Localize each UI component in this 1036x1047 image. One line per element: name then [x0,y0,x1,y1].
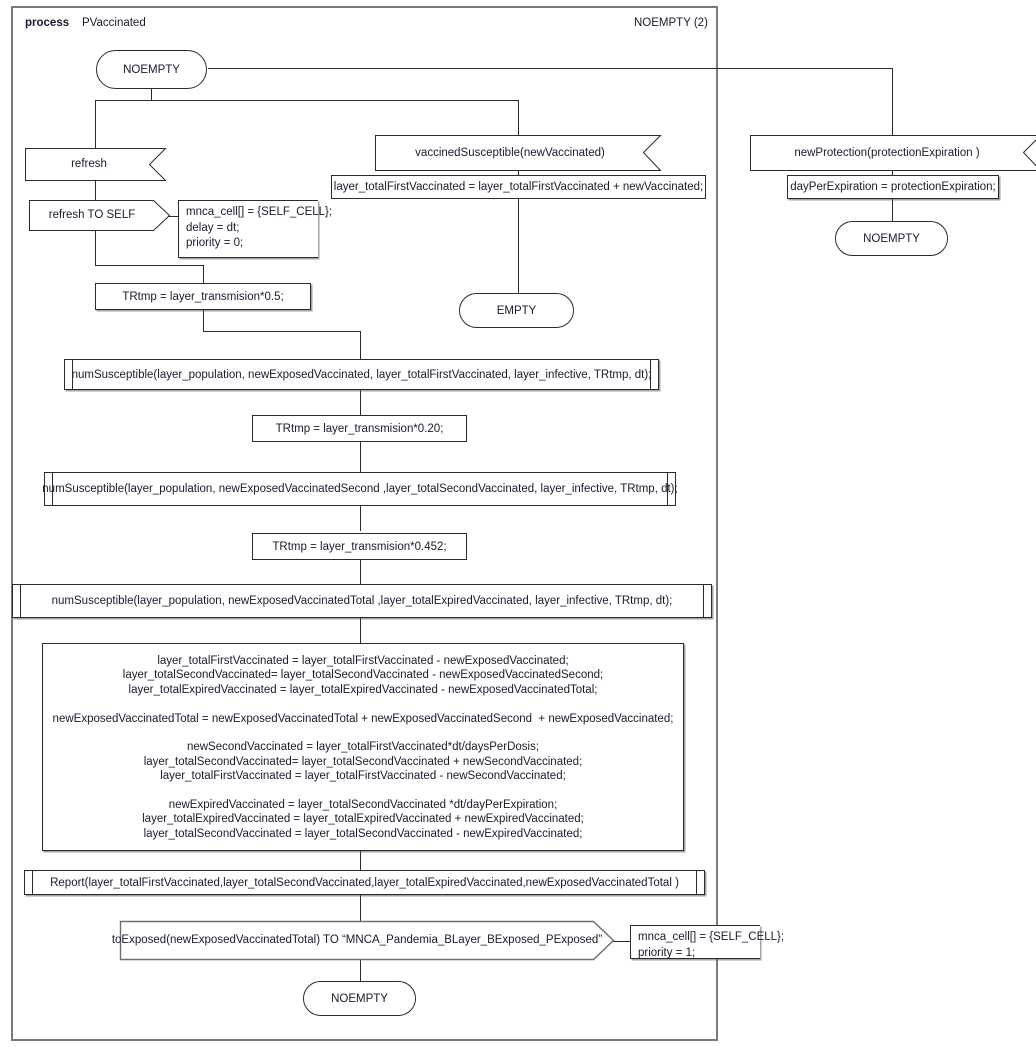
connector-tr2-to-call2 [360,442,361,472]
task-trtmp-05[interactable]: TRtmp = layer_transmision*0.5; [95,283,311,310]
connector-tr1-down-1 [203,310,204,331]
connector-tr1-jog [203,331,361,332]
state-end-right-label: NOEMPTY [863,232,920,245]
input-new-protection[interactable]: newProtection(protectionExpiration ) [750,135,1036,171]
process-name-label: PVaccinated [82,17,146,29]
connector-tr1-down-2 [360,331,361,359]
connector-vaccined-to-task [518,170,519,175]
connector-split-bar [95,100,519,101]
connector-protection-to-task [892,170,893,175]
connector-toexposed-to-end [360,959,361,981]
input-refresh[interactable]: refresh [25,148,167,181]
connector-middle-branch-down [518,100,519,135]
task-trtmp-0452-label: TRtmp = layer_transmision*0.452; [272,540,447,553]
state-start-noempty[interactable]: NOEMPTY [96,50,207,89]
input-vaccined-susceptible[interactable]: vaccinedSusceptible(newVaccinated) [375,135,662,171]
note-toexposed-params: mnca_cell[] = {SELF_CELL}; priority = 1; [630,925,784,959]
task-trtmp-020[interactable]: TRtmp = layer_transmision*0.20; [252,415,467,442]
connector-start-stem [151,89,152,101]
process-keyword-label: process [25,17,70,29]
output-toexposed[interactable]: toExposed(newExposedVaccinatedTotal) TO … [112,920,615,961]
procedure-call-2-label: numSusceptible(layer_population, newExpo… [42,483,678,495]
connector-task-to-empty [518,199,519,293]
task-trtmp-0452[interactable]: TRtmp = layer_transmision*0.452; [252,533,467,560]
state-end-empty-middle[interactable]: EMPTY [459,293,574,328]
connector-output-down-1 [95,230,96,265]
task-total-first-vaccinated[interactable]: layer_totalFirstVaccinated = layer_total… [331,175,706,199]
connector-tr3-to-call3 [360,560,361,584]
procedure-call-numsusceptible-1[interactable]: numSusceptible(layer_population, newExpo… [64,359,659,390]
connector-left-branch-down [95,100,96,148]
output-refresh-to-self[interactable]: refresh TO SELF [29,200,171,231]
note-refresh-params: mnca_cell[] = {SELF_CELL}; delay = dt; p… [178,200,332,258]
task-trtmp-05-label: TRtmp = layer_transmision*0.5; [122,290,284,303]
procedure-call-3-label: numSusceptible(layer_population, newExpo… [51,595,673,607]
state-end-left-label: NOEMPTY [331,992,388,1005]
task-day-per-expiration[interactable]: dayPerExpiration = protectionExpiration; [787,175,999,199]
connector-report-to-toexposed [360,895,361,921]
task-trtmp-020-label: TRtmp = layer_transmision*0.20; [275,422,444,435]
connector-call2-to-tr3 [360,506,361,531]
connector-refresh-to-output [95,180,96,200]
task-day-per-expiration-label: dayPerExpiration = protectionExpiration; [790,181,996,193]
connector-output-down-2 [203,265,204,283]
state-end-noempty-right[interactable]: NOEMPTY [835,221,948,256]
procedure-call-report-label: Report(layer_totalFirstVaccinated,layer_… [50,876,679,889]
state-start-label: NOEMPTY [123,63,180,76]
connector-bigtask-to-report [360,851,361,870]
state-end-noempty-left[interactable]: NOEMPTY [303,981,416,1016]
page-number-label: NOEMPTY (2) [634,17,708,29]
connector-rtask-to-state [892,199,893,221]
connector-call1-to-tr2 [360,390,361,415]
state-end-middle-label: EMPTY [496,304,537,317]
connector-start-to-right [208,68,893,69]
procedure-call-1-label: numSusceptible(layer_population, newExpo… [71,368,652,381]
note-leader-toexposed [612,941,632,942]
connector-call3-to-bigtask [360,618,361,643]
connector-output-jog-1 [95,265,203,266]
procedure-call-report[interactable]: Report(layer_totalFirstVaccinated,layer_… [24,870,705,895]
task-total-first-vaccinated-label: layer_totalFirstVaccinated = layer_total… [333,181,704,193]
task-vaccination-update[interactable]: layer_totalFirstVaccinated = layer_total… [42,643,684,851]
connector-right-column-down [892,68,893,136]
procedure-call-numsusceptible-2[interactable]: numSusceptible(layer_population, newExpo… [42,472,678,506]
process-frame [11,6,718,1041]
procedure-call-numsusceptible-3[interactable]: numSusceptible(layer_population, newExpo… [12,584,712,618]
